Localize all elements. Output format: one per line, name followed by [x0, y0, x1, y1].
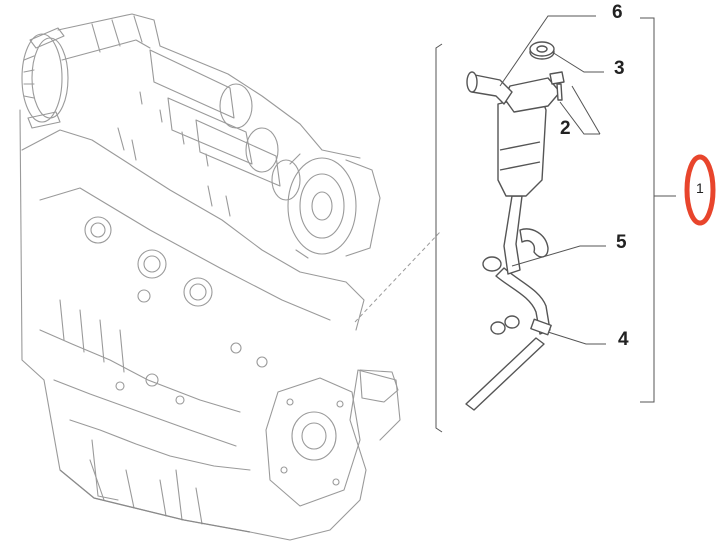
- callout-6: 6: [612, 2, 623, 23]
- guide-tube-mid: [503, 195, 523, 275]
- callout-4: 4: [618, 329, 629, 350]
- leader-lines: [499, 15, 606, 345]
- timing-pulley: [21, 27, 69, 129]
- guide-tube-lower: [495, 267, 551, 335]
- engine-block-drawing: [19, 13, 401, 541]
- callout-2: 2: [560, 118, 571, 139]
- callout-3: 3: [614, 58, 625, 79]
- bolt-part-2: [549, 71, 565, 101]
- right-group-bracket: [640, 17, 655, 403]
- leader-2a: [571, 85, 601, 135]
- tube-clip: [530, 318, 552, 336]
- crankshaft-seal-housing: [265, 377, 361, 507]
- tube-hook: [519, 228, 549, 258]
- nut-part-3: [529, 41, 555, 60]
- callout-1[interactable]: 1: [696, 180, 704, 196]
- o-ring-part-5: [482, 256, 502, 272]
- callout-5: 5: [616, 232, 627, 253]
- leader-5: [511, 245, 606, 267]
- leader-6: [499, 15, 596, 87]
- dipstick-rod: [465, 337, 545, 411]
- highlight-ring: [684, 154, 716, 226]
- leader-4: [547, 331, 606, 345]
- intake-ports: [84, 216, 213, 307]
- assembly-reference-line: [354, 231, 441, 323]
- dipstick-tube-assembly: [465, 71, 561, 411]
- left-group-bracket: [435, 43, 443, 433]
- leader-3: [551, 51, 604, 73]
- cam-phaser: [287, 153, 381, 259]
- leader-2b: [559, 101, 600, 135]
- cam-covers: [117, 49, 301, 217]
- o-rings-part-4: [490, 315, 520, 335]
